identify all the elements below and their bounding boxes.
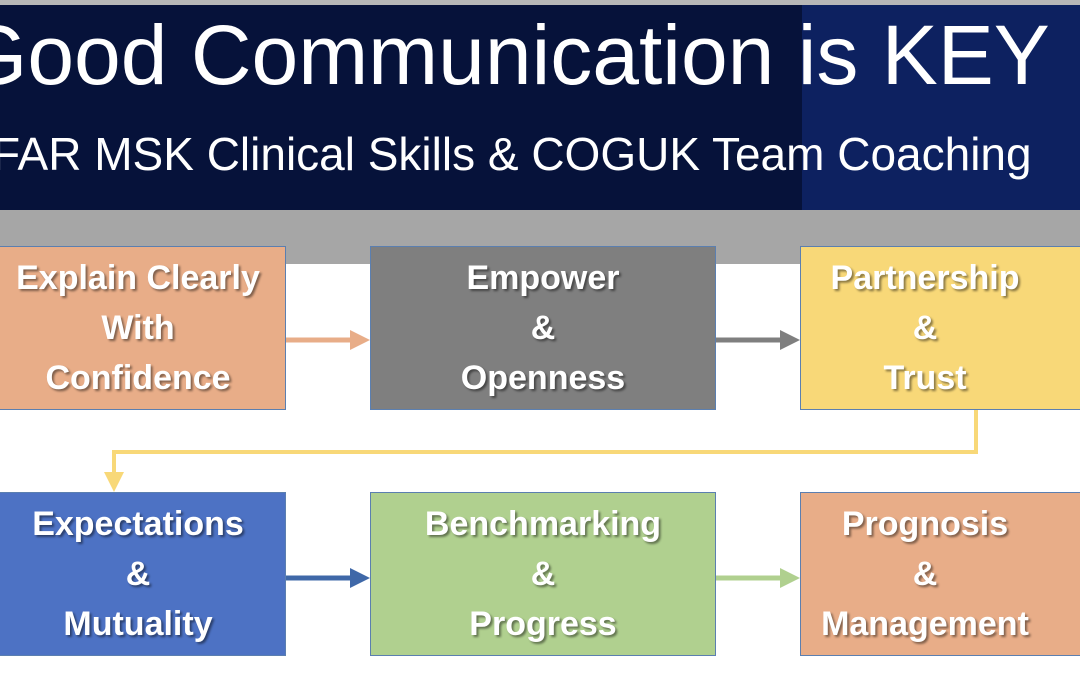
banner-left-panel <box>0 5 802 210</box>
step-empower: Empower & Openness <box>370 246 716 410</box>
arrowhead-partnership-to-expectations <box>104 472 124 492</box>
page-subtitle: FAR MSK Clinical Skills & COGUK Team Coa… <box>0 128 1032 180</box>
step-label-line: & <box>125 555 151 593</box>
step-label-line: Prognosis <box>841 505 1009 543</box>
step-partnership: Partnership & Trust <box>800 246 1080 410</box>
step-label-line: Expectations <box>32 505 244 543</box>
connector-arrow-partnership-to-expectations <box>112 410 978 474</box>
step-label-line: Trust <box>883 359 967 397</box>
step-explain-clearly: Explain Clearly With Confidence <box>0 246 286 410</box>
step-label-line: Confidence <box>45 359 231 397</box>
arrowhead-empower-to-partnership <box>780 330 800 350</box>
step-label-line: Partnership <box>830 259 1020 297</box>
step-label-line: Management <box>821 605 1029 643</box>
title-banner: Good Communication is KEY FAR MSK Clinic… <box>0 5 1080 210</box>
step-label-line: & <box>530 555 556 593</box>
top-rule <box>0 0 1080 5</box>
step-label-line: Mutuality <box>63 605 213 643</box>
page-title: Good Communication is KEY <box>0 8 1050 102</box>
step-benchmarking: Benchmarking & Progress <box>370 492 716 656</box>
step-label-line: & <box>530 309 556 347</box>
arrowhead-explain-to-empower <box>350 330 370 350</box>
step-label-line: Openness <box>460 359 626 397</box>
step-label-line: & <box>912 555 938 593</box>
step-label-line: & <box>912 309 938 347</box>
banner-right-panel <box>802 5 1080 210</box>
arrowhead-expectations-to-benchmarking <box>350 568 370 588</box>
step-label-line: Benchmarking <box>424 505 662 543</box>
step-label-line: With <box>101 309 175 347</box>
step-expectations: Expectations & Mutuality <box>0 492 286 656</box>
step-label-line: Progress <box>469 605 617 643</box>
step-prognosis: Prognosis & Management <box>800 492 1080 656</box>
step-label-line: Explain Clearly <box>16 259 260 297</box>
step-label-line: Empower <box>466 259 620 297</box>
arrowhead-benchmarking-to-prognosis <box>780 568 800 588</box>
